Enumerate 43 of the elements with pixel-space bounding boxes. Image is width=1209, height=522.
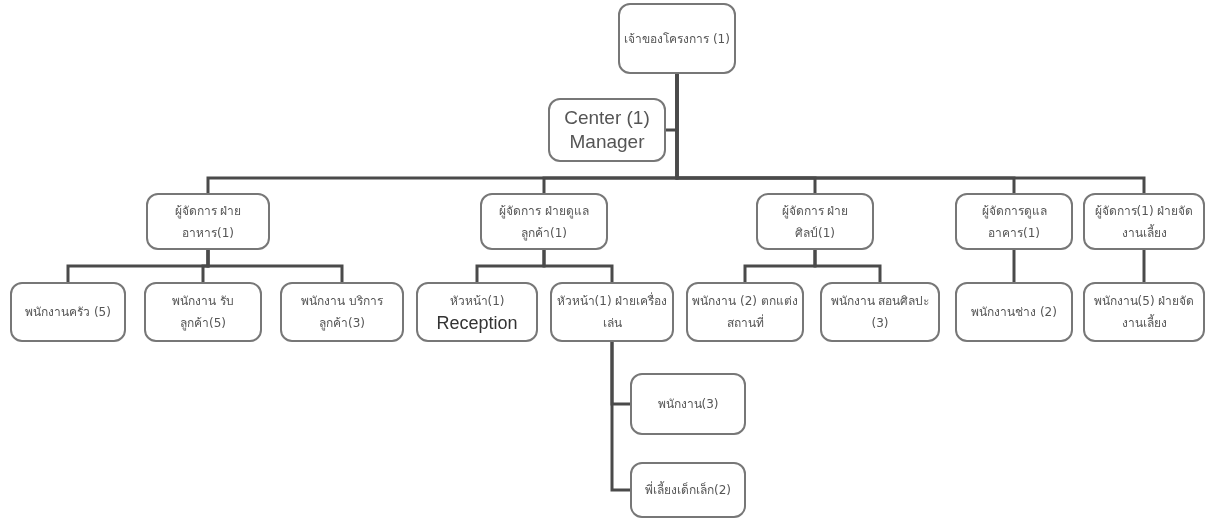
- role-label: Center (1) Manager: [563, 106, 651, 154]
- org-box: [630, 373, 746, 435]
- org-box: [550, 282, 674, 342]
- role-label: พนักงาน บริการลูกค้า(3): [300, 293, 384, 333]
- org-box: [416, 282, 538, 342]
- role-label: พนักงาน รับลูกค้า(5): [171, 293, 235, 333]
- org-box: [144, 282, 262, 342]
- role-label: พนักงาน(3): [657, 396, 719, 413]
- connector-line: [610, 342, 630, 492]
- role-label: พนักงานช่าง (2): [971, 304, 1057, 321]
- org-box: [280, 282, 404, 342]
- role-label: พนักงาน สอนศิลปะ (3): [829, 293, 931, 332]
- connector-line: [1012, 250, 1016, 282]
- org-box: [955, 193, 1073, 250]
- role-label: ผู้จัดการ ฝ่ายดูแลลูกค้า(1): [498, 202, 590, 243]
- role-label: ผู้จัดการดูแล อาคาร(1): [980, 202, 1048, 242]
- org-box: [1083, 282, 1205, 342]
- connector-line: [813, 250, 882, 282]
- role-label: พนักงาน (2) ตกแต่งสถานที่: [692, 293, 798, 332]
- connector-line: [1142, 250, 1146, 282]
- role-label: หัวหน้า(1) ฝ่ายเครื่องเล่น: [556, 291, 668, 332]
- connector-line: [542, 250, 614, 282]
- org-box: [756, 193, 874, 250]
- role-label: เจ้าของโครงการ (1): [624, 30, 730, 48]
- org-box: [10, 282, 126, 342]
- org-box: [820, 282, 940, 342]
- org-box: [548, 98, 666, 162]
- org-box: [618, 3, 736, 74]
- org-box: [146, 193, 270, 250]
- connector-line: [206, 250, 344, 282]
- role-label: พี่เลี้ยงเด็กเล็ก(2): [645, 480, 731, 499]
- org-box: [955, 282, 1073, 342]
- org-box: [480, 193, 608, 250]
- role-label: Reception: [436, 312, 518, 334]
- role-label: ผู้จัดการ(1) ฝ่ายจัดงานเลี้ยง: [1093, 202, 1195, 242]
- org-box: [686, 282, 804, 342]
- role-label: ผู้จัดการ ฝ่ายศิลป์(1): [780, 202, 850, 242]
- role-label: พนักงาน(5) ฝ่ายจัดงานเลี้ยง: [1092, 293, 1196, 332]
- org-box: [1083, 193, 1205, 250]
- org-box: [630, 462, 746, 518]
- role-label: ผู้จัดการ ฝ่ายอาหาร(1): [173, 202, 243, 242]
- role-label: พนักงานครัว (5): [25, 304, 111, 321]
- role-label: หัวหน้า(1): [449, 293, 505, 310]
